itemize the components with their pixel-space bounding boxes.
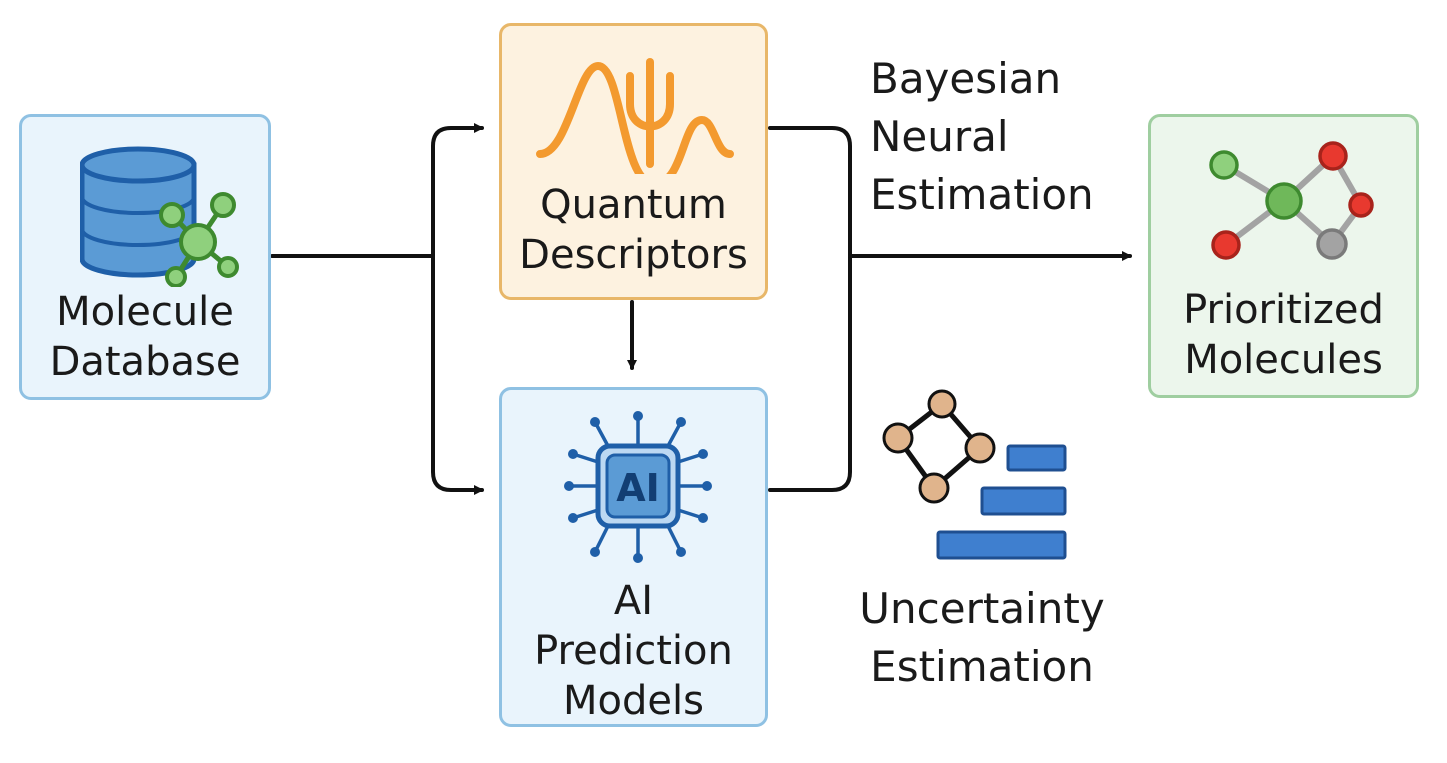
edge-database-to-ai	[431, 254, 484, 495]
ai-chip-icon: AI	[564, 411, 712, 563]
label-line: Models	[563, 678, 704, 724]
molecule-graph-icon	[1209, 141, 1374, 260]
annotation-line: Estimation	[870, 170, 1094, 219]
annotation-uncertainty-estimation: Uncertainty Estimation	[832, 580, 1132, 696]
label-line: Prioritized	[1183, 287, 1384, 333]
edge-database-to-quantum	[270, 123, 484, 258]
annotation-line: Bayesian	[870, 54, 1062, 103]
node-ai-prediction-models[interactable]: AI AI Prediction Models	[499, 387, 768, 727]
edge-quantum-to-merge	[768, 126, 852, 492]
node-label: Prioritized Molecules	[1151, 285, 1416, 385]
annotation-line: Neural	[870, 112, 1009, 161]
node-quantum-descriptors[interactable]: Quantum Descriptors	[499, 23, 768, 300]
label-line: Quantum	[540, 182, 727, 228]
label-line: Database	[49, 339, 241, 385]
label-line: AI	[613, 578, 654, 624]
edge-group	[270, 123, 1132, 495]
node-label: Molecule Database	[22, 287, 268, 387]
graph-with-bars-icon	[882, 389, 1067, 560]
node-prioritized-molecules[interactable]: Prioritized Molecules	[1148, 114, 1419, 398]
annotation-line: Estimation	[870, 642, 1094, 691]
ai-chip-text: AI	[616, 466, 660, 510]
label-line: Descriptors	[519, 232, 748, 278]
label-line: Prediction	[534, 628, 733, 674]
node-label: AI Prediction Models	[502, 576, 765, 726]
label-line: Molecule	[56, 289, 234, 335]
wavefunction-psi-icon	[536, 58, 734, 174]
annotation-bayesian-neural-estimation: Bayesian Neural Estimation	[870, 50, 1094, 224]
node-molecule-database[interactable]: Molecule Database	[19, 114, 271, 400]
label-line: Molecules	[1184, 337, 1383, 383]
annotation-line: Uncertainty	[859, 584, 1105, 633]
node-label: Quantum Descriptors	[502, 180, 765, 280]
database-molecule-icon	[80, 146, 239, 287]
